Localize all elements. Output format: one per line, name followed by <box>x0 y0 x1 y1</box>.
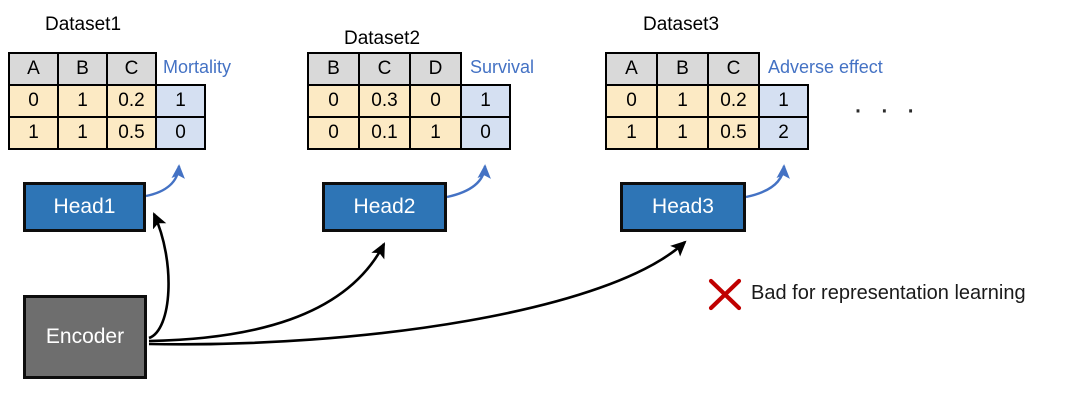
table-row: 1 1 0.5 0 <box>8 116 206 150</box>
target-cell: 1 <box>758 84 809 118</box>
target-label-1: Mortality <box>163 57 232 77</box>
table-row: 0 1 0.2 1 <box>8 84 206 118</box>
feature-cell: 1 <box>605 116 658 150</box>
head-box-3[interactable]: Head3 <box>620 182 746 232</box>
feature-cell: 1 <box>409 116 462 150</box>
table-row: 0 1 0.2 1 <box>605 84 809 118</box>
column-header: B <box>307 52 360 86</box>
head-box-1[interactable]: Head1 <box>23 182 146 232</box>
column-header: A <box>8 52 59 86</box>
table-header-row: A B C <box>8 52 205 86</box>
more-datasets-ellipsis: · · · <box>853 93 920 126</box>
table-row: 0 0.1 1 0 <box>307 116 511 150</box>
target-cell: 1 <box>460 84 511 118</box>
encoder-box[interactable]: Encoder <box>23 295 147 379</box>
feature-cell: 0.1 <box>358 116 411 150</box>
column-header: C <box>358 52 411 86</box>
column-header: D <box>409 52 462 86</box>
target-label-2: Survival <box>470 57 535 77</box>
column-header: C <box>106 52 157 86</box>
dataset-title-2: Dataset2 <box>343 28 421 49</box>
feature-cell: 0 <box>307 116 360 150</box>
table-header-row: B C D <box>307 52 510 86</box>
feature-cell: 1 <box>57 84 108 118</box>
arrow-encoder-to-head2 <box>148 242 386 343</box>
feature-cell: 1 <box>656 84 709 118</box>
table-row: 0 0.3 0 1 <box>307 84 511 118</box>
feature-cell: 0.5 <box>707 116 760 150</box>
arrow-head2-to-target2 <box>446 164 491 199</box>
arrow-head1-to-target1 <box>145 164 185 198</box>
arrow-encoder-to-head3 <box>148 240 687 346</box>
feature-cell: 0.5 <box>106 116 157 150</box>
table-row: 1 1 0.5 2 <box>605 116 809 150</box>
column-header: A <box>605 52 658 86</box>
column-header: C <box>707 52 760 86</box>
arrow-encoder-to-head1 <box>148 212 170 340</box>
feature-cell: 1 <box>57 116 108 150</box>
table-header-row: A B C <box>605 52 808 86</box>
bad-for-representation-learning-note: Bad for representation learning <box>751 282 1026 304</box>
target-cell: 1 <box>155 84 206 118</box>
column-header: B <box>656 52 709 86</box>
dataset-title-1: Dataset1 <box>44 14 122 35</box>
head-box-2[interactable]: Head2 <box>322 182 447 232</box>
arrow-head3-to-target3 <box>745 164 790 199</box>
target-label-3: Adverse effect <box>768 57 883 77</box>
dataset-table-2: B C D 0 0.3 0 1 0 0.1 1 0 <box>307 52 511 150</box>
feature-cell: 0.2 <box>707 84 760 118</box>
feature-cell: 0 <box>8 84 59 118</box>
dataset-title-3: Dataset3 <box>642 14 720 35</box>
feature-cell: 1 <box>656 116 709 150</box>
dataset-table-1: A B C 0 1 0.2 1 1 1 0.5 0 <box>8 52 206 150</box>
dataset-table-3: A B C 0 1 0.2 1 1 1 0.5 2 <box>605 52 809 150</box>
feature-cell: 0.3 <box>358 84 411 118</box>
column-header: B <box>57 52 108 86</box>
feature-cell: 0.2 <box>106 84 157 118</box>
feature-cell: 0 <box>409 84 462 118</box>
target-cell: 0 <box>155 116 206 150</box>
target-cell: 0 <box>460 116 511 150</box>
feature-cell: 1 <box>8 116 59 150</box>
feature-cell: 0 <box>307 84 360 118</box>
cross-icon <box>708 278 742 311</box>
target-cell: 2 <box>758 116 809 150</box>
feature-cell: 0 <box>605 84 658 118</box>
